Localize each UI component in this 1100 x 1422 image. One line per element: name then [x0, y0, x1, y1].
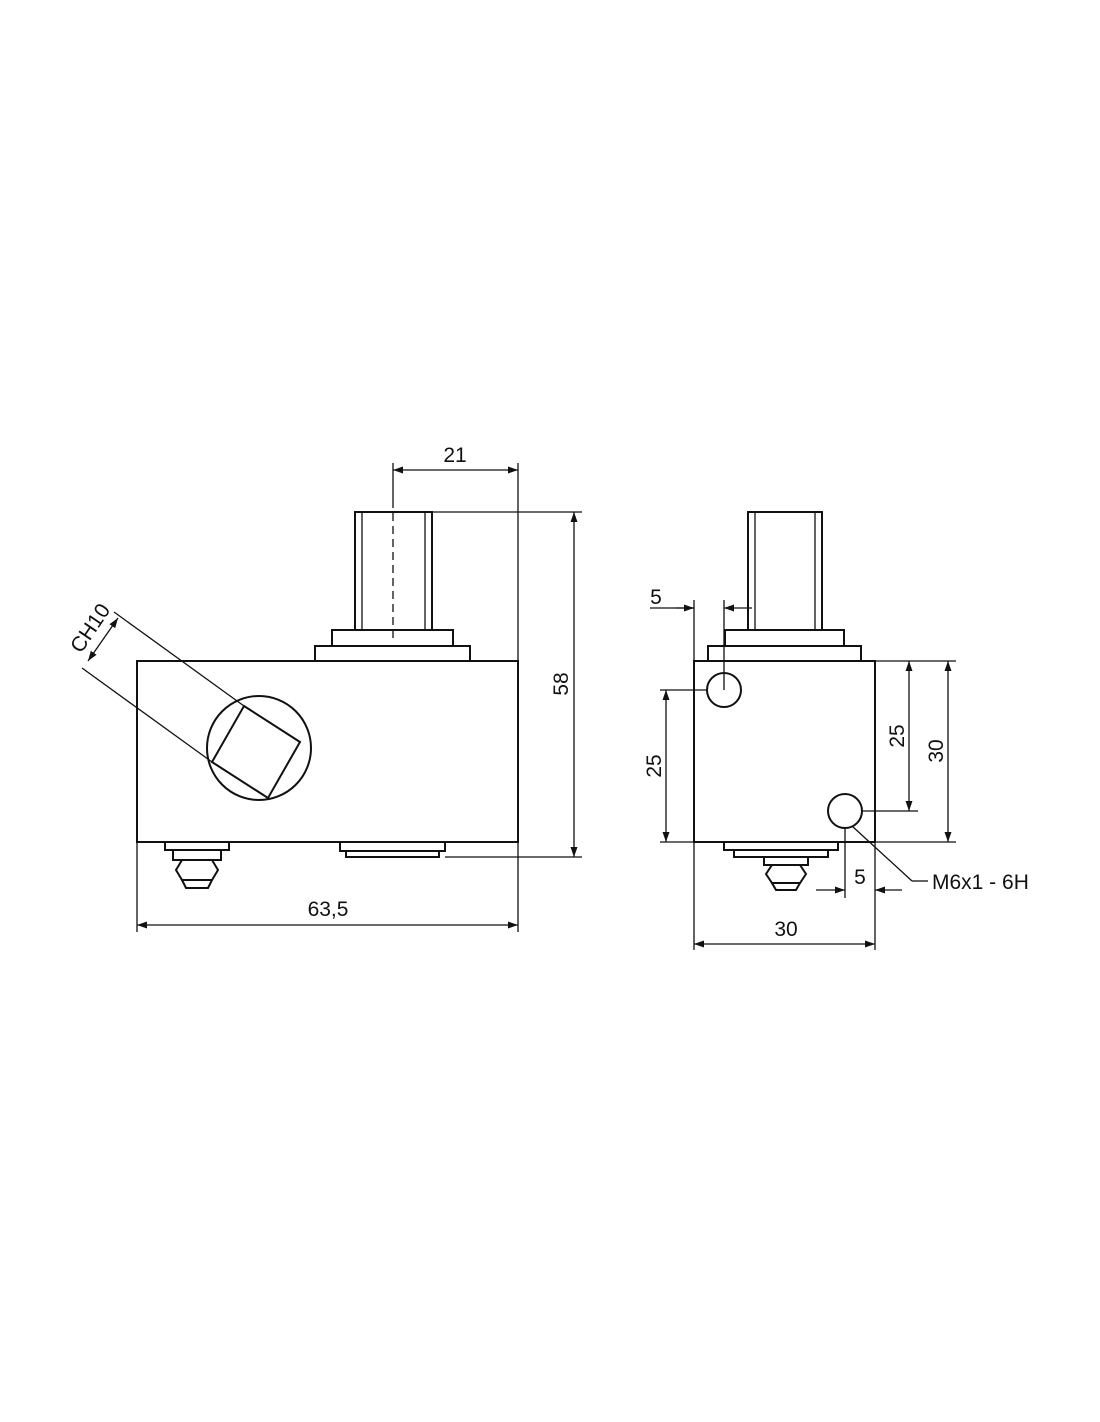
dim-wrench-size-label: CH10 — [66, 600, 115, 657]
bottom-plug — [339, 841, 446, 858]
dim-top-offset-label: 21 — [443, 444, 466, 467]
side-top-flange — [707, 645, 862, 662]
adjuster-circle — [206, 695, 312, 801]
dim-side-hole-right-label: 25 — [886, 724, 909, 747]
side-body — [693, 660, 876, 843]
dim-side-hole-left-label: 25 — [643, 754, 666, 777]
side-top-collar — [724, 629, 845, 647]
dim-side-width-label: 30 — [774, 918, 797, 941]
dim-wrench-size: CH10 — [66, 600, 245, 763]
adjuster-square — [210, 704, 302, 800]
dim-overall-length-label: 63,5 — [308, 898, 349, 921]
front-body — [136, 660, 519, 843]
dim-side-offset-top: 5 — [650, 586, 752, 690]
thread-spec-label: M6x1 - 6H — [932, 871, 1029, 894]
grease-nipple — [164, 841, 230, 889]
dim-side-offset-bottom: 5 — [816, 828, 902, 898]
dim-top-offset: 21 — [392, 444, 519, 661]
dim-side-offset-bottom-label: 5 — [854, 866, 866, 889]
dim-side-width: 30 — [693, 842, 876, 950]
side-stem — [747, 511, 823, 631]
front-view: 21 58 63,5 CH10 — [66, 444, 582, 932]
front-top-flange — [314, 645, 471, 662]
dim-overall-height-label: 58 — [550, 672, 573, 695]
thread-callout: M6x1 - 6H — [851, 825, 1029, 894]
side-view: 5 25 25 30 5 — [643, 511, 1029, 950]
dim-overall-length: 63,5 — [136, 842, 519, 932]
dim-overall-height: 58 — [432, 511, 582, 858]
dim-side-hole-right: 25 — [862, 660, 918, 812]
dim-side-height: 30 — [875, 660, 956, 843]
dim-side-offset-top-label: 5 — [650, 586, 662, 609]
side-bottom-fitting — [723, 841, 839, 891]
dim-side-height-label: 30 — [925, 739, 948, 762]
side-hole-lower — [827, 793, 863, 829]
dim-side-hole-left: 25 — [643, 689, 707, 843]
